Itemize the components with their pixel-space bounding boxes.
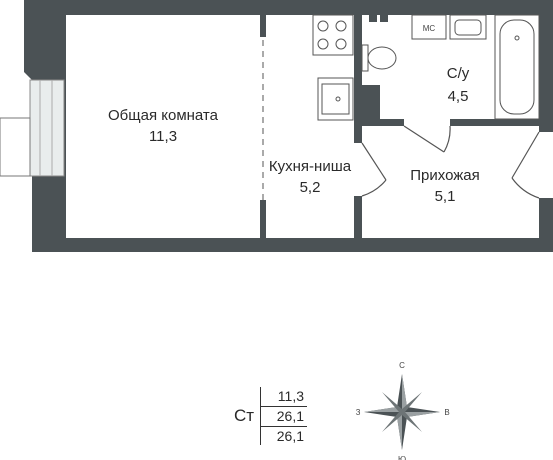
right-wall-lower	[539, 198, 553, 252]
bath-wall-left	[354, 15, 362, 143]
room-name-bath: С/у	[447, 65, 470, 82]
hall-wall-left	[354, 196, 362, 240]
entry-door-swing	[511, 177, 540, 199]
bath-sink	[449, 14, 487, 40]
exterior-walls	[24, 0, 553, 252]
doors	[361, 125, 540, 199]
compass-rose: С Ю З В	[356, 361, 450, 460]
bath-door	[403, 125, 445, 153]
bath-wall-bottom-left	[362, 119, 404, 126]
area-values: 11,3 26,1 26,1	[260, 387, 307, 445]
bath-wall-bottom-right	[450, 119, 540, 126]
area-value-living: 11,3	[261, 387, 307, 407]
toilet	[361, 44, 397, 72]
shaft	[362, 85, 380, 119]
area-summary-table: Ст 11,3 26,1 26,1	[229, 387, 307, 445]
interior-walls	[260, 10, 540, 240]
bath-door-swing	[443, 125, 451, 153]
stove	[312, 14, 354, 56]
room-area-living: 11,3	[149, 128, 177, 145]
entry-door	[511, 131, 540, 179]
compass-east: В	[444, 408, 449, 417]
compass-north: С	[399, 361, 405, 370]
kitchen-sink	[317, 77, 354, 121]
partition-top	[260, 15, 266, 37]
right-wall-upper	[539, 0, 553, 132]
room-name-kitchen: Кухня-ниша	[269, 158, 352, 175]
apartment-type-label: Ст	[233, 406, 255, 425]
room-name-living: Общая комната	[108, 107, 219, 124]
compass-south: Ю	[398, 455, 406, 460]
area-value-total-with-balcony: 26,1	[276, 428, 304, 444]
vent-2	[380, 10, 388, 22]
room-area-bath: 4,5	[448, 88, 469, 105]
washing-machine: МС	[411, 14, 447, 40]
washer-label: МС	[423, 24, 436, 33]
room-area-hall: 5,1	[435, 188, 456, 205]
compass-west: З	[356, 408, 361, 417]
window-left	[0, 79, 65, 177]
room-area-kitchen: 5,2	[300, 179, 321, 196]
area-value-total: 26,1	[261, 407, 307, 427]
bathtub	[494, 14, 540, 120]
room-name-hall: Прихожая	[410, 167, 480, 184]
left-corner	[24, 0, 46, 80]
kitchen-door-swing	[361, 179, 387, 197]
partition-bottom	[260, 200, 266, 240]
bottom-wall	[32, 238, 553, 252]
top-wall	[32, 0, 553, 15]
vent-1	[369, 10, 377, 22]
kitchen-door	[361, 142, 387, 181]
